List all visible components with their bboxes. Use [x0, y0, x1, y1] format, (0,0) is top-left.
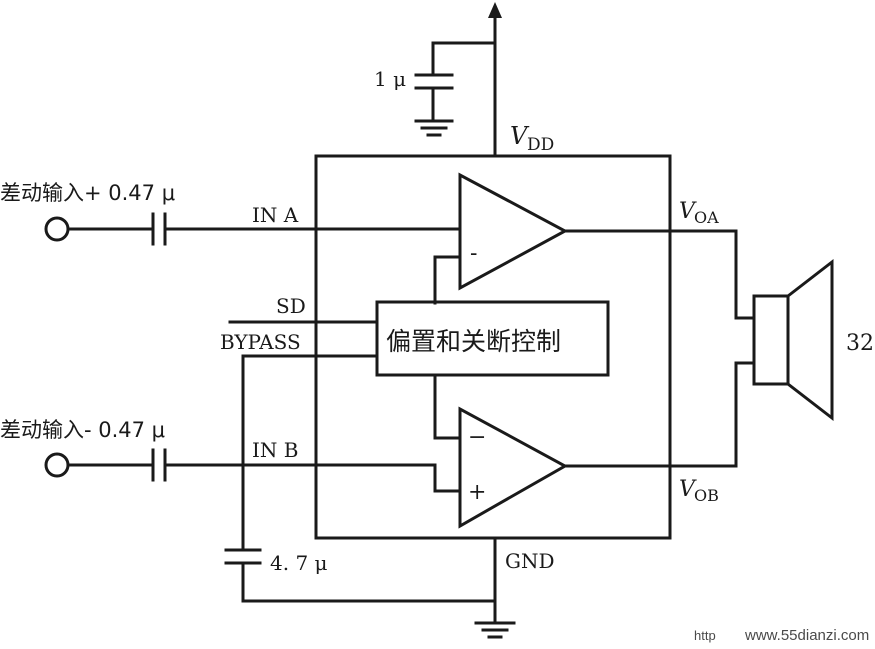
terminal-minus-icon [44, 452, 70, 478]
control-block-label: 偏置和关断控制 [386, 327, 561, 356]
amplifier-a [433, 172, 569, 305]
input-plus-label: 差动输入+ 0.47 μ [0, 181, 175, 205]
bypass-line [241, 354, 318, 550]
vdd-label: V [510, 122, 530, 150]
control-block-box [375, 300, 610, 377]
supply-arrow-icon [488, 2, 502, 18]
amp-b-minus-sign: − [468, 425, 486, 450]
output-b-line [563, 361, 756, 468]
vob-label-sub: OB [694, 486, 719, 505]
amp-b-plus-sign: + [468, 480, 486, 505]
input-minus-label: 差动输入- 0.47 μ [0, 418, 165, 442]
in-b-label: IN B [252, 438, 298, 462]
input-a-path [44, 212, 462, 246]
in-a-label: IN A [252, 203, 299, 227]
input-b-path [44, 448, 437, 482]
ground-icon [474, 621, 516, 639]
watermark-left: http [694, 628, 716, 643]
supply-cap-label: 1 μ [374, 67, 406, 91]
amp-a-minus-sign: - [470, 241, 477, 266]
terminal-plus-icon [44, 216, 70, 242]
output-a-line [563, 229, 756, 320]
watermark-right: www.55dianzi.com [744, 627, 869, 644]
speaker-icon [752, 258, 834, 422]
vob-label: V [679, 477, 697, 502]
gnd-label: GND [505, 549, 555, 573]
voa-label: V [679, 199, 697, 224]
vdd-label-sub: DD [527, 135, 554, 155]
bypass-label: BYPASS [220, 330, 301, 354]
load-label: 32 [846, 331, 874, 356]
amplifier-b [433, 375, 569, 529]
ic-package-outline [314, 154, 672, 540]
sd-label: SD [276, 294, 306, 318]
supply-rail [414, 2, 502, 157]
bypass-cap-label: 4. 7 μ [270, 551, 328, 575]
voa-label-sub: OA [694, 208, 719, 227]
ground-icon [414, 119, 454, 137]
